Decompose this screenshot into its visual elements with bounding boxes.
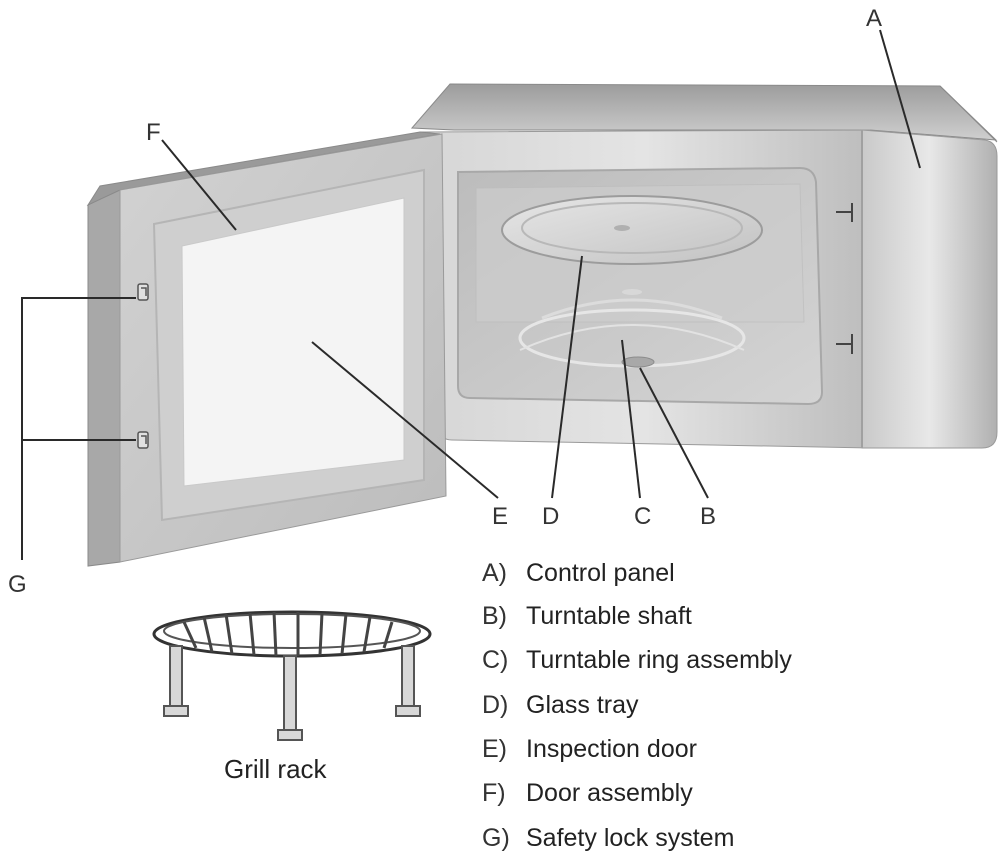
latch-slot-upper <box>836 203 853 222</box>
legend-item-e: E) Inspection door <box>482 735 697 763</box>
control-panel <box>861 129 998 449</box>
microwave-body <box>410 83 998 449</box>
grill-rack-label: Grill rack <box>224 754 328 784</box>
svg-text:B): B) <box>482 602 507 630</box>
svg-text:F): F) <box>482 779 506 807</box>
latch-slot-lower <box>836 334 853 354</box>
safety-lock-hook-lower <box>137 431 149 449</box>
svg-text:Safety lock system: Safety lock system <box>526 824 734 852</box>
svg-text:Door assembly: Door assembly <box>526 779 693 807</box>
parts-legend: A) Control panel B) Turntable shaft C) T… <box>482 559 792 852</box>
svg-text:A): A) <box>482 559 507 587</box>
callout-a: A <box>866 5 882 32</box>
leader-lines <box>21 29 921 560</box>
callout-c: C <box>634 503 651 530</box>
turntable-shaft <box>621 356 655 368</box>
svg-text:E): E) <box>482 735 507 763</box>
legend-item-a: A) Control panel <box>482 559 675 587</box>
glass-tray <box>501 195 763 265</box>
legend-item-c: C) Turntable ring assembly <box>482 646 792 674</box>
legend-item-d: D) Glass tray <box>482 691 639 719</box>
callout-f: F <box>146 119 161 146</box>
inspection-door-window <box>181 197 405 487</box>
svg-text:D): D) <box>482 691 508 719</box>
leader-g-bracket <box>21 297 136 560</box>
leader-f <box>161 139 237 231</box>
grill-rack <box>152 610 432 741</box>
svg-text:Turntable shaft: Turntable shaft <box>526 602 692 630</box>
safety-lock-hook-upper <box>137 283 149 301</box>
callout-labels: A F E D C B G <box>8 5 882 598</box>
leader-a <box>879 29 921 169</box>
leader-c <box>621 339 641 499</box>
svg-text:Turntable ring assembly: Turntable ring assembly <box>526 646 792 674</box>
svg-text:C): C) <box>482 646 508 674</box>
svg-text:Inspection door: Inspection door <box>526 735 697 763</box>
leader-e <box>311 341 499 499</box>
callout-e: E <box>492 503 508 530</box>
leader-b <box>639 367 709 499</box>
callout-b: B <box>700 503 716 530</box>
legend-item-g: G) Safety lock system <box>482 824 734 852</box>
callout-g: G <box>8 571 27 598</box>
callout-d: D <box>542 503 559 530</box>
legend-item-b: B) Turntable shaft <box>482 602 692 630</box>
leader-d <box>551 255 583 499</box>
svg-text:Glass tray: Glass tray <box>526 691 639 719</box>
svg-text:G): G) <box>482 824 510 852</box>
door-assembly <box>86 131 447 567</box>
legend-item-f: F) Door assembly <box>482 779 693 807</box>
svg-text:Control panel: Control panel <box>526 559 675 587</box>
